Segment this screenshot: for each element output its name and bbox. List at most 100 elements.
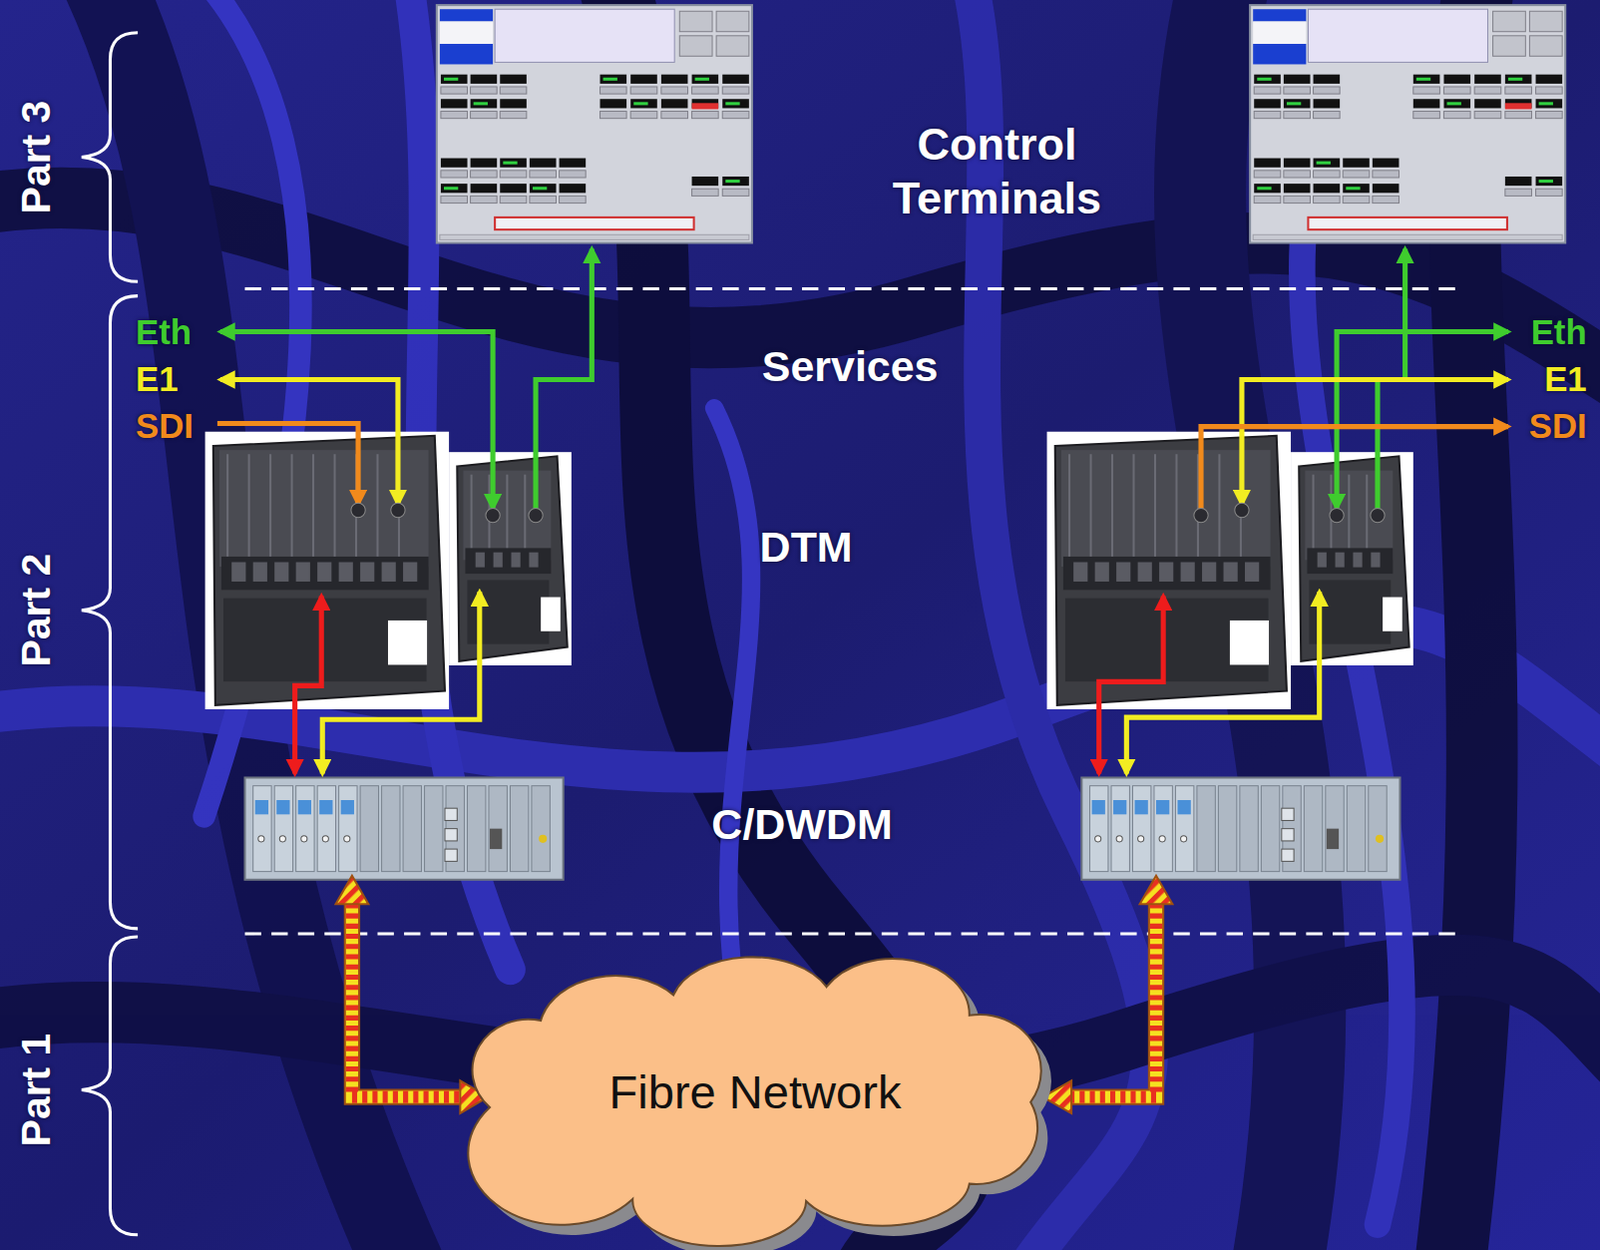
terminal-screenshot bbox=[1249, 4, 1566, 243]
rack-card bbox=[1325, 786, 1344, 872]
rack-card bbox=[424, 786, 443, 872]
card-slot bbox=[1312, 474, 1315, 561]
part-label: Part 3 bbox=[10, 100, 60, 215]
cable-tray bbox=[464, 547, 551, 574]
transceiver bbox=[319, 800, 333, 814]
screen-led bbox=[692, 102, 720, 109]
chassis-base bbox=[223, 598, 427, 682]
transceiver bbox=[1156, 800, 1170, 814]
screen-button bbox=[470, 170, 498, 178]
screen-button bbox=[1313, 170, 1341, 178]
photo-ground bbox=[1290, 451, 1414, 666]
port-dots bbox=[351, 502, 1385, 522]
screen-indicator bbox=[1413, 98, 1441, 108]
rack-card bbox=[382, 786, 400, 872]
chassis-opening bbox=[1229, 620, 1269, 666]
signal-name: SDI bbox=[1529, 405, 1588, 448]
screen-button bbox=[1342, 170, 1370, 178]
screen-button bbox=[1493, 10, 1527, 31]
chassis-body bbox=[1055, 435, 1287, 706]
cdwdm-rack bbox=[1081, 777, 1400, 879]
screen-button bbox=[1372, 170, 1400, 178]
screen-led bbox=[473, 101, 488, 105]
rack-body bbox=[1081, 777, 1400, 879]
fibre-arrowhead bbox=[1140, 875, 1174, 905]
card-port bbox=[253, 561, 268, 581]
transceiver bbox=[298, 800, 312, 814]
screen-header bbox=[1252, 8, 1306, 21]
chassis-port bbox=[351, 502, 366, 517]
screen-button bbox=[1474, 111, 1502, 119]
fibre-port bbox=[1159, 835, 1166, 842]
screen-clock bbox=[1252, 20, 1306, 44]
service-arrow bbox=[1241, 380, 1509, 505]
screen-indicator bbox=[1253, 158, 1281, 168]
fibre-port bbox=[1116, 835, 1123, 842]
transceiver bbox=[341, 800, 355, 814]
card-port bbox=[1073, 561, 1088, 581]
rack-card bbox=[317, 786, 336, 872]
part-label: Part 2 bbox=[10, 553, 60, 668]
screen-button bbox=[499, 86, 527, 94]
service-arrow bbox=[1336, 331, 1509, 508]
screen-indicator bbox=[1253, 98, 1281, 108]
screen-button bbox=[722, 188, 750, 196]
screen-indicator bbox=[470, 74, 498, 84]
screen-button bbox=[1313, 111, 1341, 119]
screen-led bbox=[695, 77, 710, 81]
screen-button bbox=[1253, 170, 1281, 178]
screen-button bbox=[440, 111, 468, 119]
card-port bbox=[339, 561, 354, 581]
dtm-chassis bbox=[1047, 431, 1291, 710]
card-port bbox=[511, 552, 521, 568]
fibre-port bbox=[258, 835, 265, 842]
chassis-port bbox=[391, 502, 405, 517]
rack-card bbox=[467, 786, 486, 872]
screen-indicator bbox=[499, 98, 527, 108]
card-port bbox=[296, 561, 311, 581]
screen-button bbox=[440, 195, 468, 203]
screen-led bbox=[443, 77, 458, 81]
screen-button bbox=[1413, 111, 1441, 119]
screen-indicator bbox=[1283, 183, 1311, 193]
screen-button bbox=[716, 10, 750, 31]
photo-ground bbox=[1047, 431, 1291, 710]
screen-indicator bbox=[630, 74, 658, 84]
screen-indicator bbox=[1253, 74, 1281, 84]
screen-indicator bbox=[470, 183, 498, 193]
rack-card bbox=[296, 786, 315, 872]
layer-label: Control Terminals bbox=[869, 117, 1126, 226]
rack-card bbox=[1239, 786, 1258, 872]
screen-indicator bbox=[1313, 158, 1341, 168]
rack-connector bbox=[1281, 848, 1294, 861]
transceiver bbox=[276, 800, 290, 814]
fibre-port bbox=[344, 835, 351, 842]
chassis-body bbox=[213, 435, 445, 706]
screen-indicator bbox=[440, 183, 468, 193]
screen-indicator bbox=[1505, 176, 1533, 186]
dtm-chassis bbox=[205, 431, 449, 710]
chassis-port bbox=[1370, 507, 1385, 522]
card-port bbox=[317, 561, 332, 581]
screen-indicator bbox=[1342, 183, 1370, 193]
screen-indicator bbox=[1536, 176, 1564, 186]
card-slot bbox=[1132, 453, 1135, 567]
screen-led bbox=[1256, 77, 1271, 81]
card-slot bbox=[269, 453, 272, 567]
fibre-link-outline bbox=[352, 902, 461, 1097]
screen-indicator bbox=[470, 98, 498, 108]
rack-connector bbox=[1281, 807, 1294, 820]
card-port bbox=[528, 552, 538, 568]
screen-button bbox=[1529, 10, 1563, 31]
rack-card bbox=[1197, 786, 1215, 872]
screen-button bbox=[630, 111, 658, 119]
screen-button bbox=[470, 86, 498, 94]
screen-led bbox=[1416, 77, 1431, 81]
screen-led bbox=[1286, 101, 1301, 105]
card-slot bbox=[376, 453, 379, 567]
card-port bbox=[493, 552, 503, 568]
curly-bracket bbox=[81, 32, 138, 283]
